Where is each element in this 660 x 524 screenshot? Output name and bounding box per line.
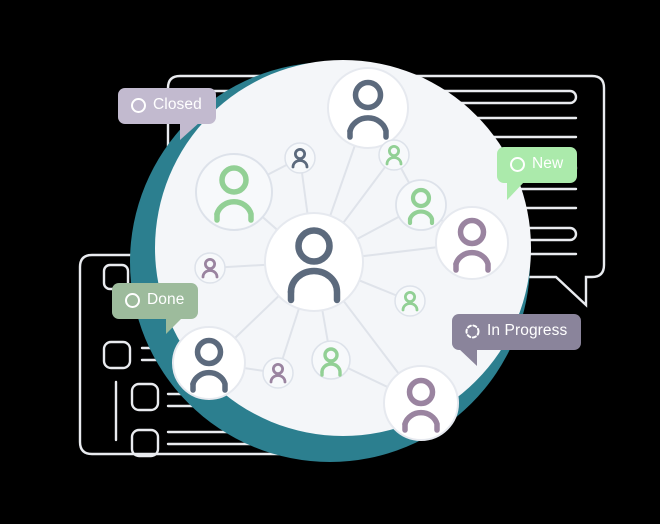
circle-outline-icon xyxy=(510,156,525,172)
status-badge-new[interactable]: New xyxy=(497,147,578,200)
badge-tail xyxy=(180,121,200,140)
status-badge-label: Closed xyxy=(153,96,202,113)
avatar-upper-right[interactable] xyxy=(395,179,447,231)
status-badge-closed[interactable]: Closed xyxy=(118,88,216,140)
avatar-dot-bottom-left[interactable] xyxy=(262,357,294,389)
avatar-dot-bottom-mid[interactable] xyxy=(311,340,351,380)
status-badge-done[interactable]: Done xyxy=(112,283,199,334)
circle-outline-icon xyxy=(131,97,146,113)
badge-tail xyxy=(507,180,525,200)
dashed-circle-icon xyxy=(465,324,480,339)
avatar-bottom[interactable] xyxy=(383,365,459,441)
avatar-dot-top-right[interactable] xyxy=(378,139,410,171)
avatar-center[interactable] xyxy=(264,212,364,312)
status-badge-label: In Progress xyxy=(487,322,568,339)
avatar-upper-left[interactable] xyxy=(195,153,273,231)
badge-tail xyxy=(458,347,477,366)
status-badge-in-progress[interactable]: In Progress xyxy=(452,314,582,366)
avatar-dot-top-left[interactable] xyxy=(284,142,316,174)
avatar-right[interactable] xyxy=(435,206,509,280)
avatar-lower-left[interactable] xyxy=(172,326,246,400)
circle-outline-icon xyxy=(125,292,140,308)
status-badge-label: New xyxy=(532,155,564,172)
status-badge-label: Done xyxy=(147,291,185,308)
badge-tail xyxy=(166,316,183,334)
avatar-top[interactable] xyxy=(327,67,409,149)
avatar-dot-left[interactable] xyxy=(194,252,226,284)
avatar-dot-mid-right[interactable] xyxy=(394,285,426,317)
document-card-right xyxy=(166,74,606,308)
